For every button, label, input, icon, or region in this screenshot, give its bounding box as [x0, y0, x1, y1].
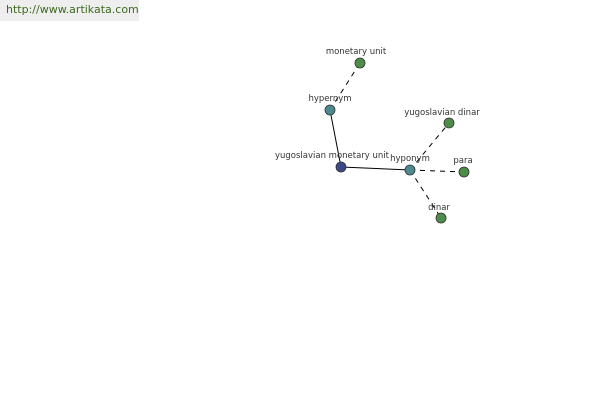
- node-label-hyponym[interactable]: hyponym: [390, 154, 430, 164]
- node-dinar[interactable]: [435, 212, 447, 224]
- edge-hyponym-to-yugoslavian-dinar: [409, 122, 450, 171]
- site-url[interactable]: http://www.artikata.com: [0, 0, 139, 21]
- nodes-layer: [324, 57, 470, 224]
- node-label-dinar[interactable]: dinar: [428, 203, 450, 213]
- node-hypernym[interactable]: [324, 104, 336, 116]
- node-label-para[interactable]: para: [453, 156, 472, 166]
- node-para[interactable]: [458, 166, 470, 178]
- node-label-hypernym[interactable]: hypernym: [308, 94, 351, 104]
- node-label-yugoslavian-dinar[interactable]: yugoslavian dinar: [404, 108, 480, 118]
- node-center[interactable]: [335, 161, 347, 173]
- node-yugoslavian-dinar[interactable]: [443, 117, 455, 129]
- edges-layer: [329, 62, 465, 219]
- node-label-center[interactable]: yugoslavian monetary unit: [275, 151, 390, 161]
- node-label-monetary-unit[interactable]: monetary unit: [326, 47, 387, 57]
- edge-hyponym-to-para: [409, 169, 465, 173]
- labels-layer: yugoslavian monetary unit hypernym hyponym…: [275, 47, 480, 213]
- node-monetary-unit[interactable]: [354, 57, 366, 69]
- node-hyponym[interactable]: [404, 164, 416, 176]
- edge-center-to-hyponym: [340, 166, 411, 171]
- edge-center-to-hypernym: [329, 109, 342, 168]
